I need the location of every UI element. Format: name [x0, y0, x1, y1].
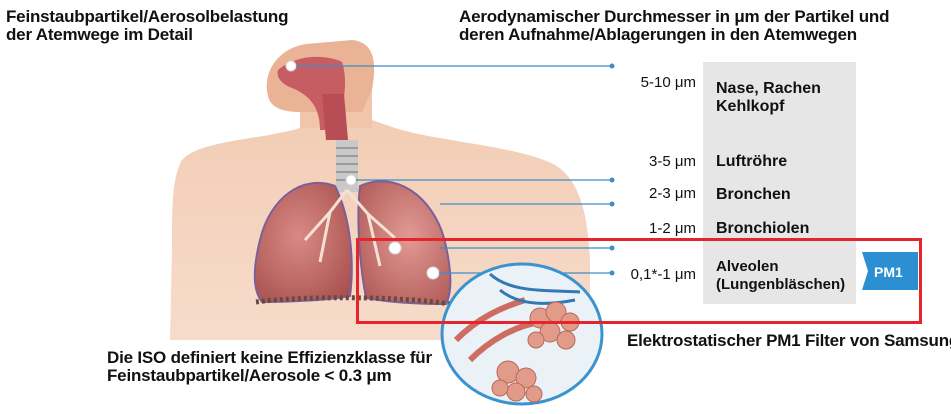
throat — [322, 94, 348, 140]
label-nose-throat-line-2: Kehlkopf — [716, 98, 821, 116]
size-nose-throat: 5-10 μm — [616, 74, 696, 91]
size-trachea: 3-5 μm — [616, 153, 696, 170]
size-bronchi: 2-3 μm — [616, 185, 696, 202]
right-title-line-1: Aerodynamischer Durchmesser in μm der Pa… — [459, 8, 889, 26]
label-nose-throat-line-1: Nase, Rachen — [716, 80, 821, 98]
label-trachea: Luftröhre — [716, 153, 787, 171]
iso-note: Die ISO definiert keine Effizienzklasse … — [107, 349, 432, 385]
filter-caption: Elektrostatischer PM1 Filter von Samsung — [627, 331, 951, 351]
left-title-line-2: der Atemwege im Detail — [6, 26, 288, 44]
left-title-line-1: Feinstaubpartikel/Aerosolbelastung — [6, 8, 288, 26]
label-bronchioles: Bronchiolen — [716, 220, 809, 238]
label-nose-throat: Nase, Rachen Kehlkopf — [716, 80, 821, 116]
left-title: Feinstaubpartikel/Aerosolbelastung der A… — [6, 8, 288, 44]
highlight-box — [356, 238, 922, 324]
right-title-line-2: deren Aufnahme/Ablagerungen in den Atemw… — [459, 26, 889, 44]
iso-note-line-2: Feinstaubpartikel/Aerosole < 0.3 μm — [107, 367, 432, 385]
label-bronchi: Bronchen — [716, 186, 791, 204]
size-bronchioles: 1-2 μm — [616, 220, 696, 237]
right-title: Aerodynamischer Durchmesser in μm der Pa… — [459, 8, 889, 44]
iso-note-line-1: Die ISO definiert keine Effizienzklasse … — [107, 349, 432, 367]
